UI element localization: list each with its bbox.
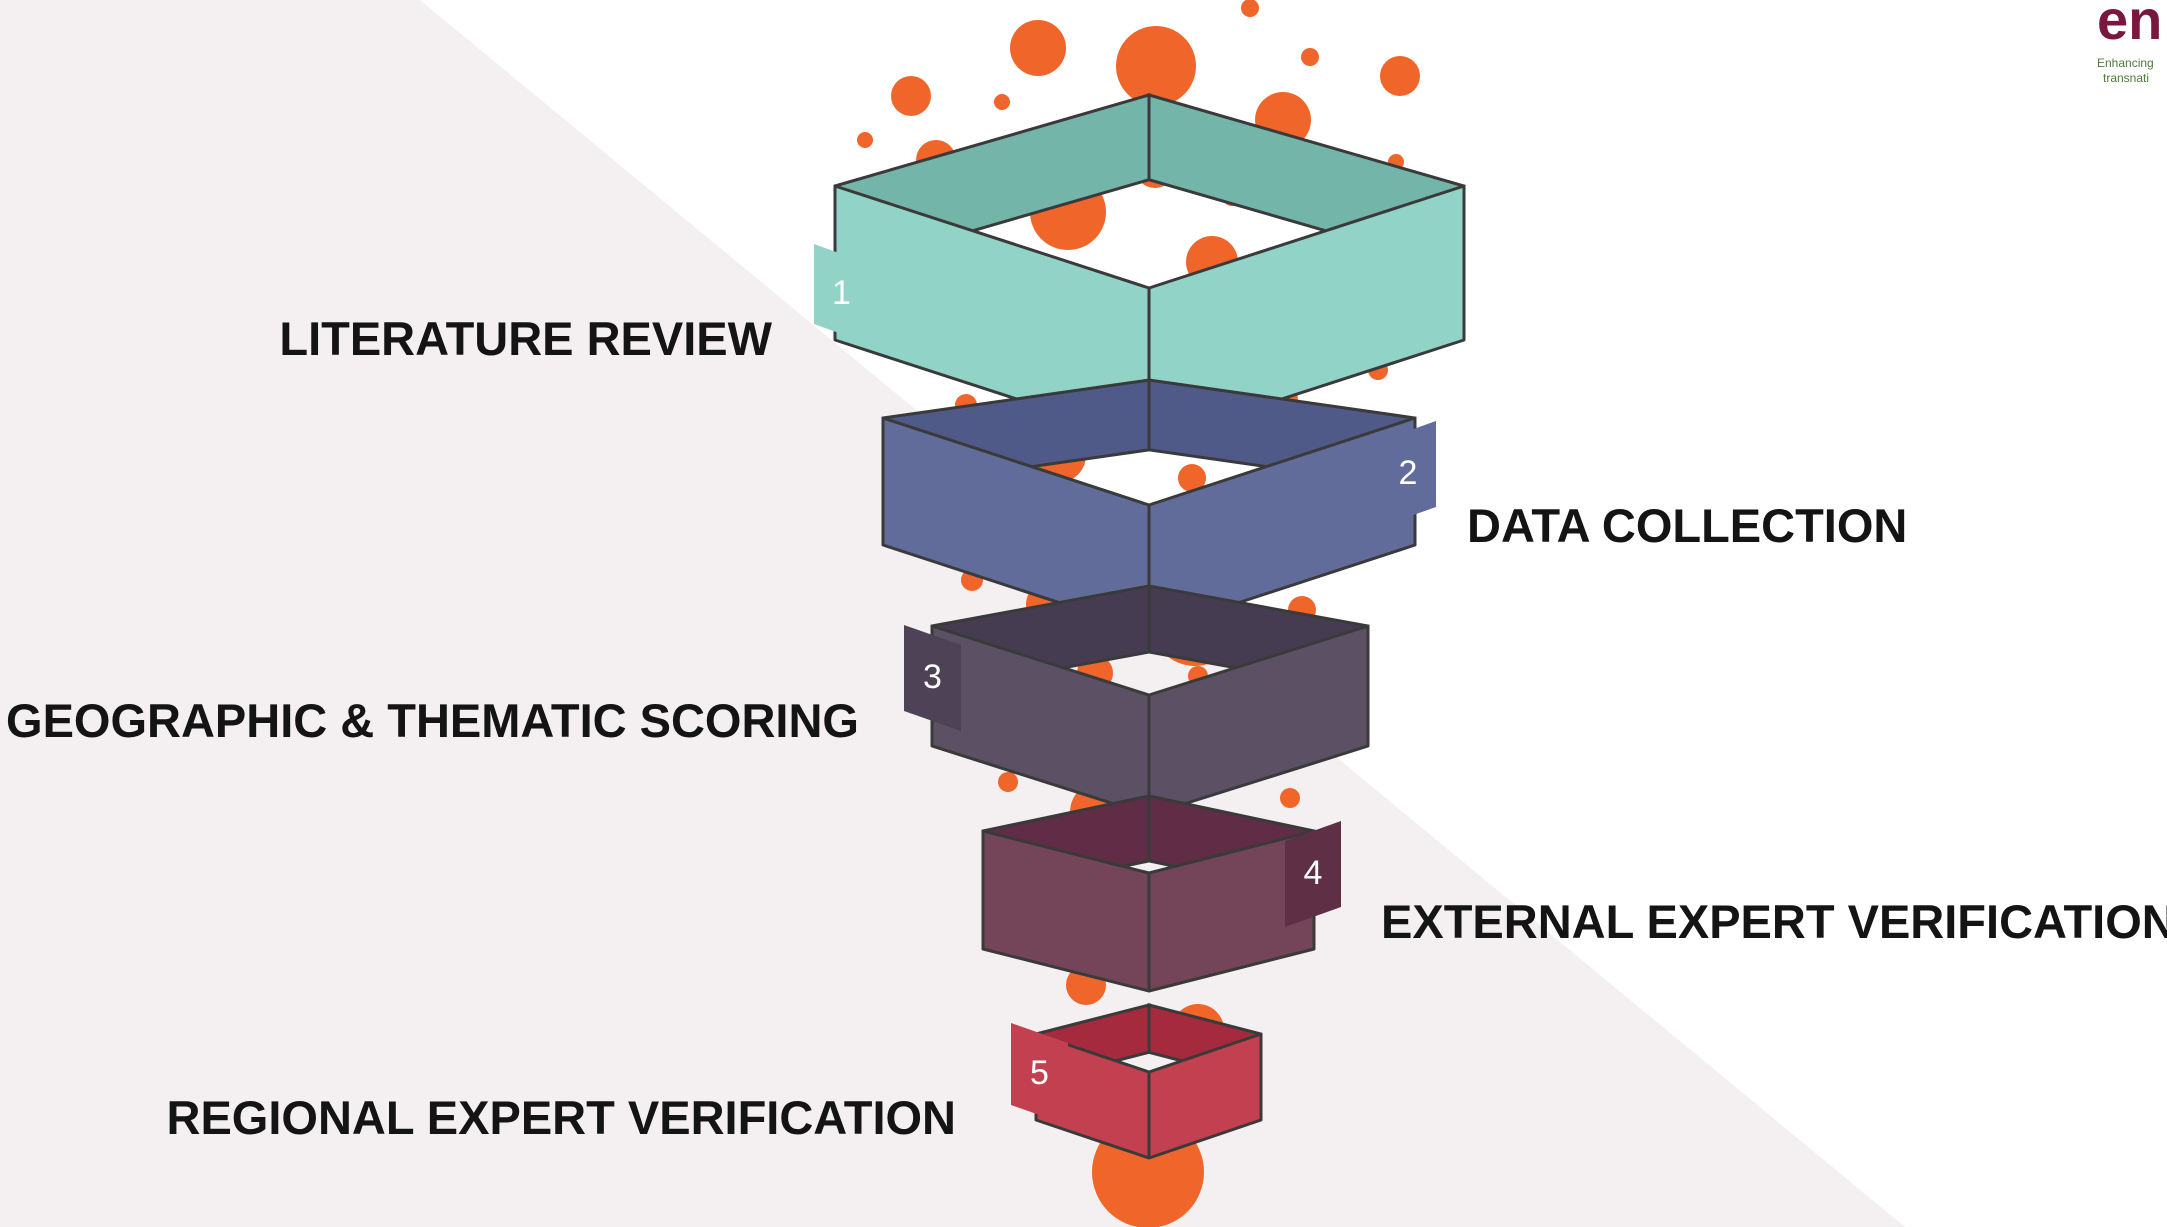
step-5-tag: 5 — [1011, 1023, 1068, 1125]
orange-dot — [1010, 20, 1066, 76]
step-tag-shape — [904, 625, 961, 731]
orange-dot — [1116, 26, 1196, 106]
orange-dot — [998, 772, 1018, 792]
box-front-right — [1147, 1032, 1263, 1160]
orange-dot — [1301, 48, 1319, 66]
step-box-5 — [1034, 1003, 1263, 1160]
step-4-number: 4 — [1304, 854, 1323, 892]
step-box-3 — [930, 584, 1370, 817]
orange-dot — [1280, 788, 1300, 808]
background-shade — [0, 0, 1905, 1227]
logo-tagline-2: transnati — [2103, 71, 2150, 85]
logo-tagline-1: Enhancing — [2097, 56, 2154, 70]
step-1-number: 1 — [832, 274, 851, 312]
step-3-tag: 3 — [904, 625, 961, 731]
step-2-tag: 2 — [1380, 421, 1436, 527]
step-tag-shape — [1285, 821, 1341, 927]
step-1-label: LITERATURE REVIEW — [279, 312, 772, 365]
orange-dot — [1241, 0, 1259, 17]
step-tag-shape — [1380, 421, 1436, 527]
box-front-right — [1147, 624, 1370, 817]
step-5-label: REGIONAL EXPERT VERIFICATION — [166, 1091, 957, 1144]
step-3-number: 3 — [923, 658, 942, 696]
orange-dot — [994, 94, 1010, 110]
logo-mark: en — [2097, 0, 2163, 51]
step-2-number: 2 — [1399, 454, 1418, 492]
step-box-1 — [833, 93, 1466, 444]
step-2-label: DATA COLLECTION — [1467, 499, 1908, 552]
orange-dot — [891, 76, 931, 116]
box-front-right — [1147, 829, 1316, 993]
step-4-label: EXTERNAL EXPERT VERIFICATION — [1381, 895, 2167, 948]
step-3-label: GEOGRAPHIC & THEMATIC SCORING — [6, 694, 859, 747]
step-tag-shape — [814, 244, 869, 344]
step-4-tag: 4 — [1285, 821, 1341, 927]
step-5-number: 5 — [1030, 1054, 1049, 1092]
orange-dot — [1380, 56, 1420, 96]
organization-logo: en Enhancing transnati — [2097, 0, 2167, 90]
step-box-4 — [981, 794, 1316, 993]
orange-dot — [857, 132, 873, 148]
orange-dot — [1178, 464, 1206, 492]
step-tag-shape — [1011, 1023, 1068, 1125]
step-1-tag: 1 — [814, 244, 869, 344]
step-box-2 — [881, 378, 1417, 634]
